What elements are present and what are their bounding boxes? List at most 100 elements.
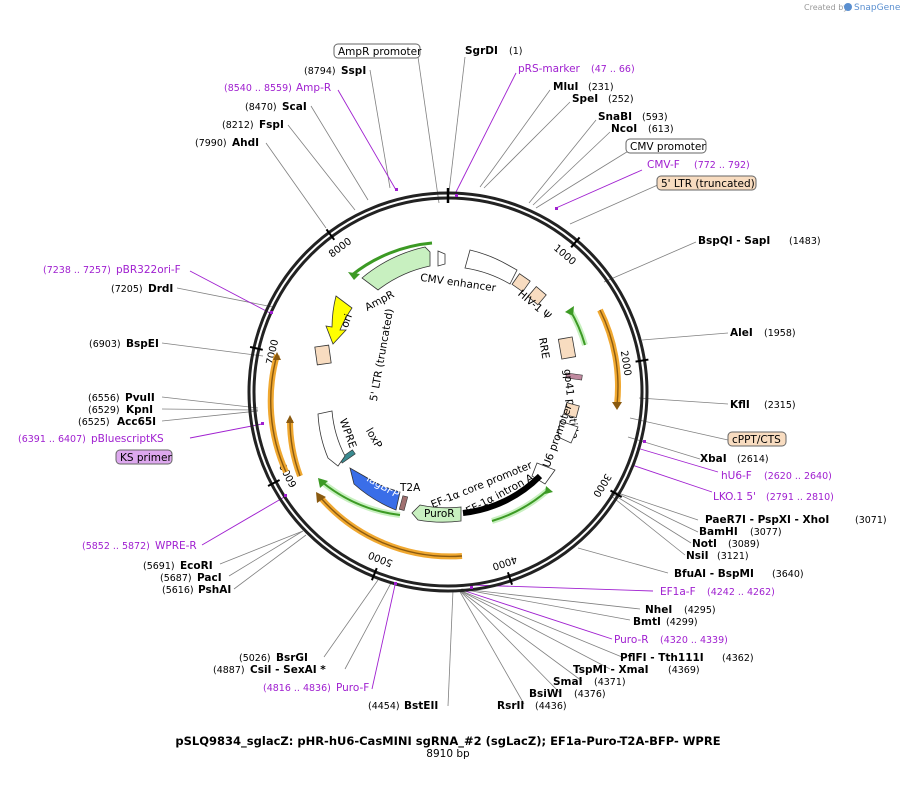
- tick-label-3000: 3000: [590, 471, 613, 498]
- enzyme-pvuii: PvuII: [125, 392, 155, 404]
- pos-fspi: (8212): [222, 120, 254, 131]
- enzyme-rsrii: RsrII: [497, 700, 524, 712]
- feature-track: AmpR CMV enhancer HIV-1 Ψ RRE gp41 pepti…: [314, 241, 583, 523]
- credit-brand: SnapGene: [854, 3, 901, 13]
- enzyme-bspqi-sapi: BspQI - SapI: [698, 235, 770, 247]
- tick-label-1000: 1000: [551, 243, 578, 268]
- primer-wpre-r: WPRE-R: [155, 540, 197, 552]
- enzyme-sgrdi: SgrDI: [465, 45, 498, 57]
- ampr-promoter-label: AmpR promoter: [338, 46, 422, 58]
- primer-puro-f: Puro-F: [336, 682, 369, 694]
- tick-mark-6000: [267, 479, 281, 487]
- plasmid-size: 8910 bp: [426, 748, 470, 760]
- primer-pbr322ori-f-range: (7238 .. 7257): [43, 265, 111, 276]
- puror-label: PuroR: [424, 508, 455, 520]
- enzyme-bfuai: BfuAI - BspMI: [674, 568, 754, 580]
- primer-leader-lines: [189, 72, 719, 690]
- ks-primer-box: [115, 449, 173, 465]
- rre-label: RRE: [536, 337, 552, 360]
- enzyme-fspi: FspI: [259, 119, 284, 131]
- cppt-shape: [563, 402, 580, 419]
- cmv-promoter-label: CMV promoter: [630, 141, 706, 153]
- t2a-label: T2A: [399, 482, 421, 494]
- primer-pbr322ori-f: pBR322ori-F: [116, 264, 181, 276]
- pos-alei: (1958): [764, 328, 796, 339]
- ltr5-label: 5' LTR (truncated): [368, 308, 396, 402]
- enzyme-tspmi: TspMI - XmaI: [573, 664, 649, 676]
- puror-shape: [411, 504, 462, 523]
- pos-spei: (252): [608, 94, 634, 105]
- orange-arrowhead-left: [273, 352, 281, 360]
- pos-snabi: (593): [642, 112, 668, 123]
- pos-pflfi: (4362): [722, 653, 754, 664]
- enzyme-bsiwi: BsiWI: [529, 688, 562, 700]
- enzyme-nhei: NheI: [645, 604, 672, 616]
- pos-bfuai: (3640): [772, 569, 804, 580]
- enzyme-ecori: EcoRI: [180, 560, 213, 572]
- primer-puro-f-range: (4816 .. 4836): [263, 683, 331, 694]
- tick-label-4000: 4000: [491, 553, 519, 571]
- tick-mark-1000: [570, 236, 581, 248]
- primer-ef1a-f-range: (4242 .. 4262): [707, 587, 775, 598]
- pos-paer7i: (3071): [855, 515, 887, 526]
- orange-arrowhead-bottom: [316, 492, 326, 503]
- backbone-inner: [252, 196, 644, 588]
- rre-shape: [557, 336, 577, 360]
- pos-noti: (3089): [728, 539, 760, 550]
- enzyme-mlui: MluI: [553, 81, 578, 93]
- ltr5-trunc-box: [656, 175, 757, 191]
- enzyme-xbai: XbaI: [700, 453, 727, 465]
- ampr-promoter-box: [333, 43, 421, 59]
- pos-nhei: (4295): [684, 605, 716, 616]
- primer-hu6-f: hU6-F: [721, 470, 752, 482]
- primer-prs-marker: pRS-marker: [518, 63, 581, 75]
- primer-cmv-f-range: (772 .. 792): [694, 160, 750, 171]
- pos-kfli: (2315): [764, 400, 796, 411]
- cmv-promoter-box: [625, 138, 707, 154]
- pos-kpni: (6529): [88, 405, 120, 416]
- t2a-shape: [398, 495, 409, 511]
- orange-arc-left: [270, 354, 287, 473]
- pos-sspi: (8794): [304, 66, 336, 77]
- pos-pshai: (5616): [162, 585, 194, 596]
- credit-text: Created by: [804, 3, 848, 12]
- tick-mark-5000: [370, 567, 378, 581]
- primer-amp-r-range: (8540 .. 8559): [224, 83, 292, 94]
- green-arc-puro: [491, 489, 549, 522]
- wpre-shape: [317, 410, 346, 467]
- enzyme-paci: PacI: [197, 572, 222, 584]
- ampr-feature: [361, 246, 431, 291]
- ori-label: ori: [339, 312, 355, 329]
- enzyme-acc65i: Acc65I: [117, 416, 156, 428]
- primer-wpre-r-range: (5852 .. 5872): [82, 541, 150, 552]
- pos-nsii: (3121): [717, 551, 749, 562]
- pos-paci: (5687): [160, 573, 192, 584]
- gp41-shape: [565, 372, 583, 381]
- ampr-green-arrowhead: [348, 272, 360, 280]
- enzyme-pflfi: PflFI - Tth111I: [620, 652, 704, 664]
- ampr-green-arc: [351, 241, 433, 277]
- pos-drdi: (7205): [111, 284, 143, 295]
- annotation-arrows: [267, 306, 622, 560]
- enzyme-pshai: PshAI: [198, 584, 231, 596]
- leader-lines: [161, 56, 729, 707]
- green-arc-bfp: [321, 481, 401, 516]
- tick-mark-2000: [635, 358, 649, 363]
- enzyme-kfli: KflI: [730, 399, 750, 411]
- primer-lko: LKO.1 5': [713, 491, 756, 503]
- enzyme-bamhi: BamHI: [699, 526, 738, 538]
- ltr5-shape: [314, 344, 332, 366]
- cmv-enhancer-label: CMV enhancer: [419, 272, 497, 295]
- primer-hu6-f-range: (2620 .. 2640): [764, 471, 832, 482]
- pos-scai: (8470): [245, 102, 277, 113]
- tick-mark-4000: [506, 571, 513, 585]
- pos-ecori: (5691): [143, 561, 175, 572]
- tagbfp-shape: [349, 467, 401, 511]
- ori-shape: [325, 295, 353, 345]
- enzyme-bmti: BmtI: [633, 616, 661, 628]
- tick-mark-7000: [249, 345, 263, 351]
- enzyme-kpni: KpnI: [126, 404, 153, 416]
- enzyme-noti: NotI: [692, 538, 717, 550]
- enzyme-spei: SpeI: [572, 93, 598, 105]
